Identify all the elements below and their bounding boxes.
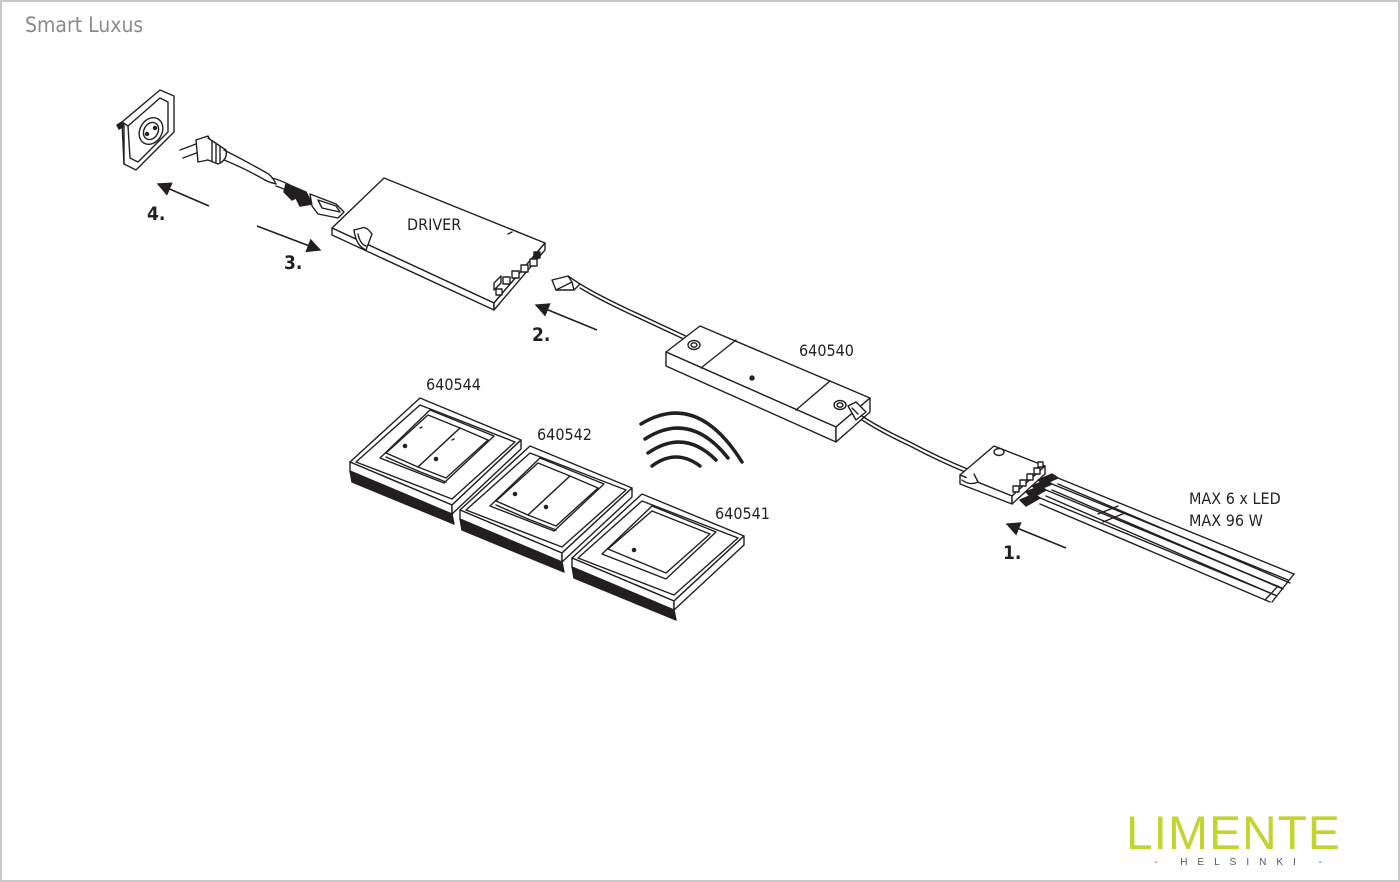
logo-tagline: - HELSINKI - <box>1154 857 1332 868</box>
eu-plug-icon <box>180 136 290 192</box>
receiver-code-label: 640540 <box>799 341 854 360</box>
logo-wordmark: LIMENTE <box>1126 806 1341 859</box>
iec-connector-icon <box>284 184 344 218</box>
step-4-label: 4. <box>147 203 166 225</box>
arrow-step-1 <box>1005 522 1066 548</box>
wireless-signal-icon <box>641 413 742 466</box>
switch-640541-code-label: 640541 <box>715 504 770 523</box>
driver-label: DRIVER <box>407 215 462 234</box>
switch-640544-code-label: 640544 <box>426 375 481 394</box>
lead-cable-icon <box>552 276 690 342</box>
step-3-label: 3. <box>284 252 303 274</box>
limente-logo: LIMENTE - HELSINKI - <box>1126 808 1360 872</box>
step-1-label: 1. <box>1003 542 1022 564</box>
wall-socket-icon <box>117 90 174 170</box>
page-title: Smart Luxus <box>25 13 144 37</box>
max-led-label: MAX 6 x LED <box>1189 489 1281 508</box>
switch-640542-icon <box>460 446 632 572</box>
arrow-step-2 <box>534 303 597 330</box>
arrow-step-3 <box>257 226 322 253</box>
switch-640542-code-label: 640542 <box>537 425 592 444</box>
step-2-label: 2. <box>532 324 551 346</box>
led-strip-leads-icon <box>1020 474 1294 602</box>
distributor-icon <box>960 446 1045 504</box>
receiver-unit-icon <box>666 326 970 474</box>
switch-640541-icon <box>572 494 744 620</box>
switch-640544-icon <box>350 398 521 524</box>
arrow-step-4 <box>156 182 209 206</box>
driver-box-icon <box>332 178 545 310</box>
max-power-label: MAX 96 W <box>1189 511 1263 530</box>
